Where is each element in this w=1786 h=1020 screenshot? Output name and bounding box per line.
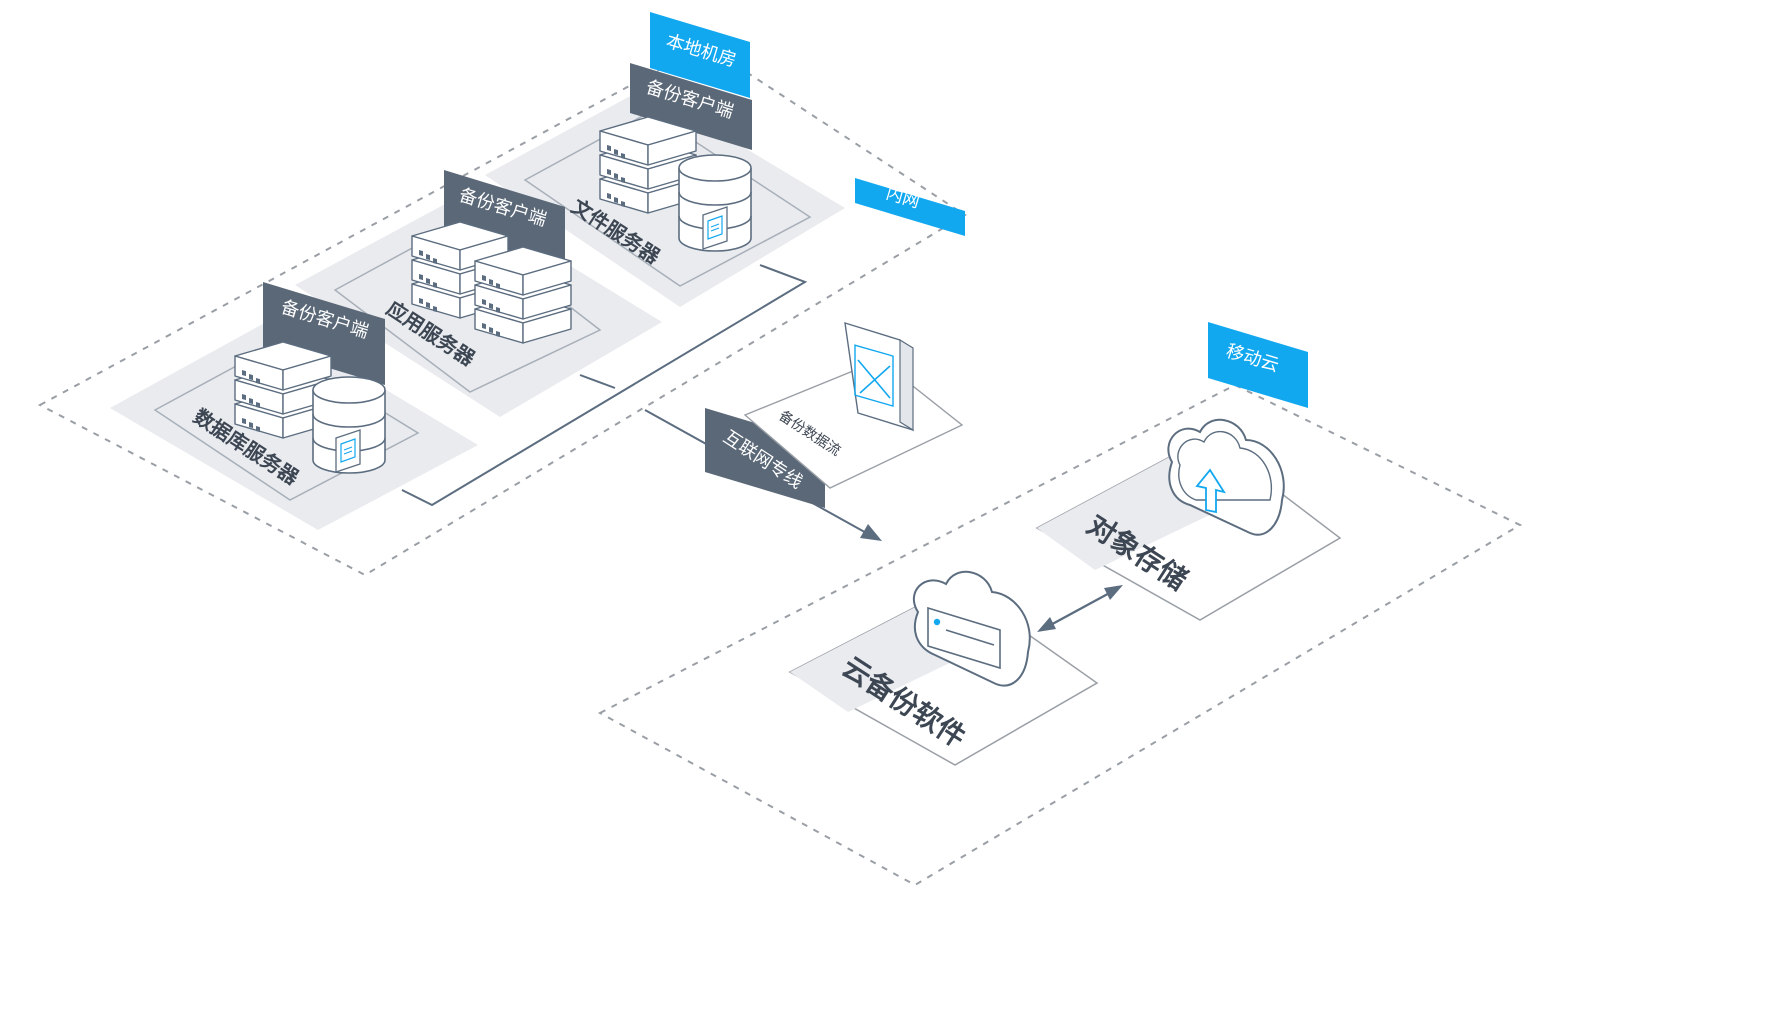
backup-agent-icon [335,429,361,473]
file-server-group: 备份客户端 文件服务器 [485,63,845,307]
mobile-cloud-zone [597,383,1523,887]
cloud-server-icon [912,570,1031,687]
backup-agent-icon [702,206,728,250]
backup-software-group: 云备份软件 [788,570,1099,766]
sync-arrow [1037,585,1123,632]
intranet-label: 内网 [855,178,965,236]
object-storage-group: 对象存储 [1035,418,1342,621]
cloud-upload-icon [1167,418,1285,536]
data-flow-icon [854,344,894,407]
server-stack-icon [475,247,571,343]
mobile-cloud-label: 移动云 [1208,322,1308,408]
data-flow-group: 备份数据流 [743,322,964,489]
local-room-label: 本地机房 [650,12,750,98]
intranet-bus [401,264,808,507]
